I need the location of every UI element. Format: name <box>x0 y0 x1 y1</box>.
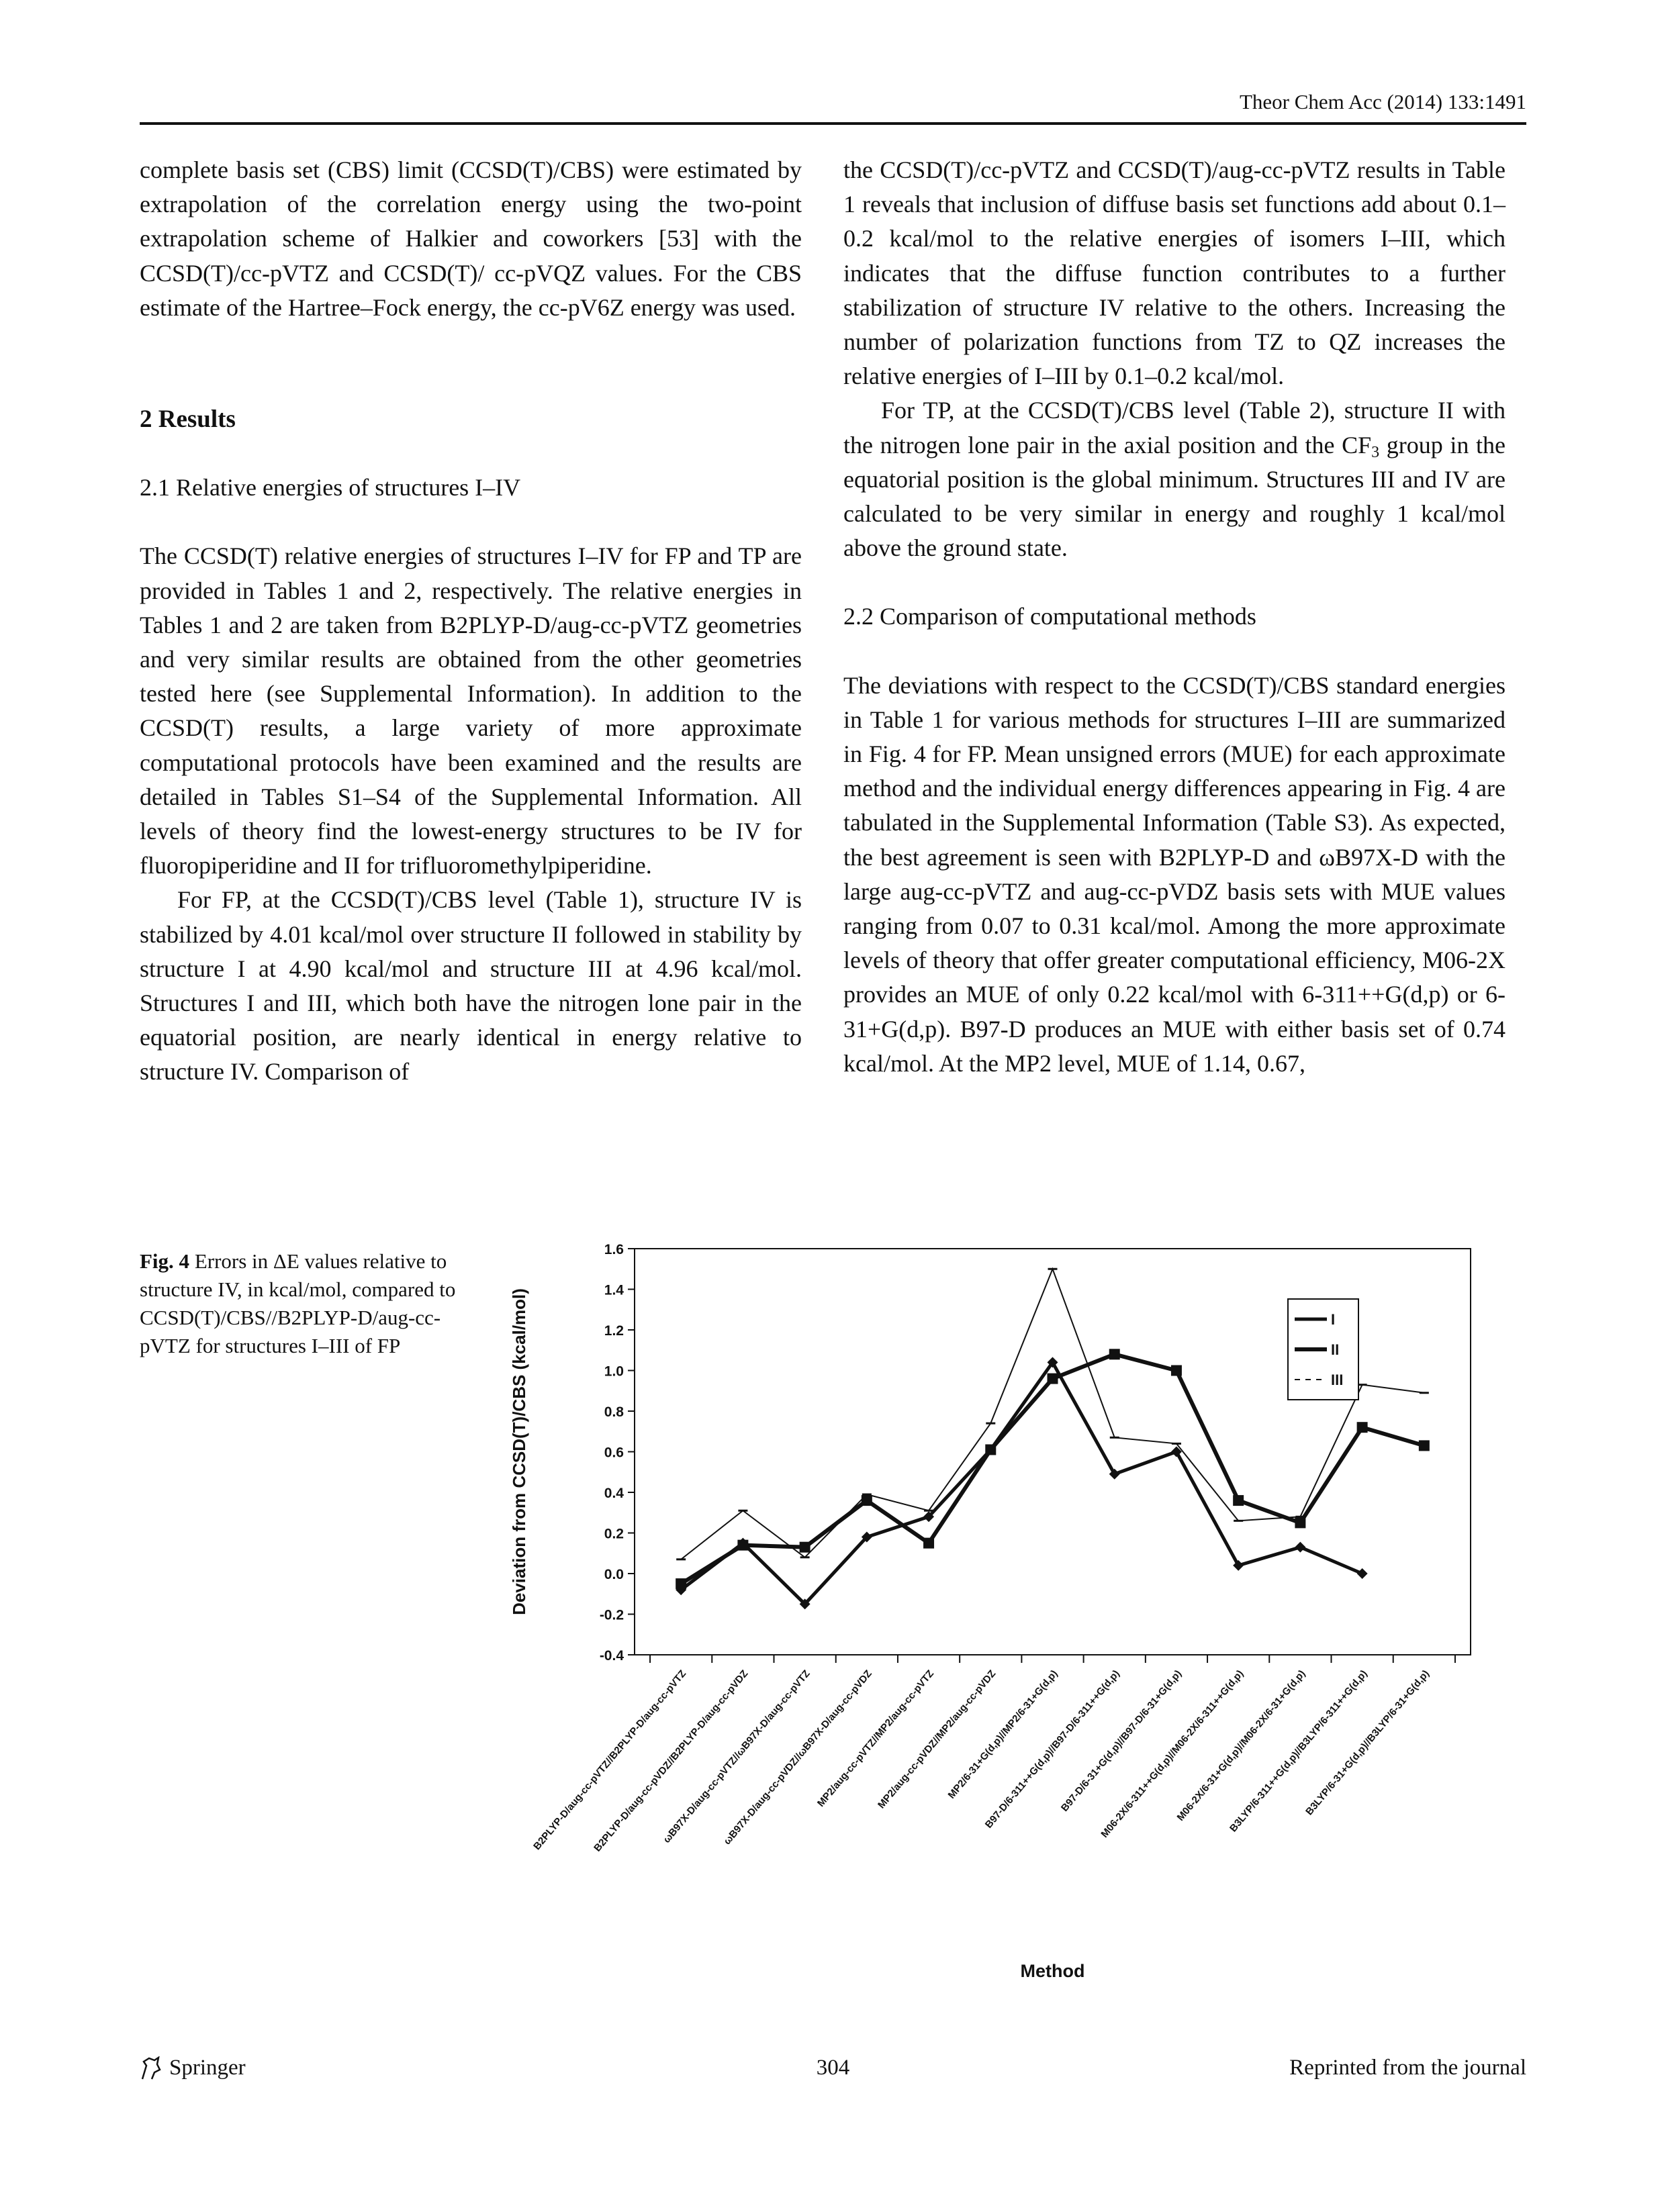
y-tick-label: 1.4 <box>604 1283 624 1298</box>
page-header: Theor Chem Acc (2014) 133:1491 <box>140 47 1526 125</box>
y-tick-label: 0.6 <box>604 1445 624 1461</box>
figure-caption: Fig. 4 Errors in ΔE values relative to s… <box>140 1247 489 1360</box>
series-II-point <box>1295 1517 1306 1529</box>
paragraph-tp: For TP, at the CCSD(T)/CBS level (Table … <box>843 397 1506 562</box>
paragraph-intro: complete basis set (CBS) limit (CCSD(T)/… <box>140 156 802 321</box>
x-category-label: MP2/aug-cc-pVTZ//MP2/aug-cc-pVTZ <box>815 1668 936 1809</box>
series-II-point <box>676 1578 687 1590</box>
deviation-line-chart: 1.61.41.21.00.80.60.40.20.0-0.2-0.4B2PLY… <box>509 1242 1471 1981</box>
page-footer: Springer 304 Reprinted from the journal <box>140 2056 1526 2089</box>
series-I-line <box>680 1359 1363 1606</box>
section-title: 2 Results <box>140 405 236 434</box>
series-I-point <box>861 1531 872 1543</box>
series-II-point <box>1047 1373 1058 1384</box>
reprint-note: Reprinted from the journal <box>1289 2056 1526 2080</box>
x-axis-title: Method <box>1021 1961 1085 1981</box>
page-number: 304 <box>816 2056 850 2080</box>
y-tick-label: 1.6 <box>604 1242 624 1257</box>
series-II-point <box>1356 1422 1368 1433</box>
y-tick-label: 0.8 <box>604 1404 624 1420</box>
y-tick-label: -0.2 <box>600 1608 624 1623</box>
series-I-point <box>1295 1541 1306 1553</box>
x-category-label: MP2/6-31+G(d,p)//MP2/6-31+G(d,p) <box>946 1668 1060 1801</box>
paragraph-methods: The deviations with respect to the CCSD(… <box>843 671 1506 1077</box>
series-I-point <box>1356 1568 1368 1579</box>
legend-label: I <box>1331 1311 1335 1328</box>
series-I-point <box>1170 1446 1182 1457</box>
x-category-label: MP2/aug-cc-pVDZ//MP2/aug-cc-pVDZ <box>876 1668 998 1811</box>
springer-horse-icon <box>141 2056 161 2079</box>
x-category-label: M06-2X/6-31+G(d,p)//M06-2X/6-31+G(d,p) <box>1175 1668 1308 1823</box>
publisher-name: Springer <box>169 2056 246 2080</box>
y-tick-label: 0.4 <box>604 1486 624 1501</box>
series-I-point <box>923 1511 935 1523</box>
x-category-label: M06-2X/6-311++G(d,p)//M06-2X/6-311++G(d,… <box>1099 1668 1246 1840</box>
series-II-point <box>1109 1349 1120 1360</box>
series-I-point <box>676 1584 687 1596</box>
series-II-point <box>985 1444 997 1455</box>
series-II-point <box>923 1537 935 1549</box>
right-column: the CCSD(T)/cc-pVTZ and CCSD(T)/aug-cc-p… <box>843 153 1506 1081</box>
y-axis-title: Deviation from CCSD(T)/CBS (kcal/mol) <box>509 1288 529 1615</box>
left-column: complete basis set (CBS) limit (CCSD(T)/… <box>140 153 802 1090</box>
paragraph-results-2: For FP, at the CCSD(T)/CBS level (Table … <box>140 886 802 1086</box>
paragraph-continued: the CCSD(T)/cc-pVTZ and CCSD(T)/aug-cc-p… <box>843 156 1506 390</box>
y-tick-label: 1.0 <box>604 1364 624 1380</box>
y-tick-label: -0.4 <box>600 1648 624 1664</box>
x-category-label: B3LYP/6-311++G(d,p)//B3LYP/6-311++G(d,p) <box>1228 1668 1370 1835</box>
x-category-label: B97-D/6-311++G(d,p)//B97-D/6-311++G(d,p) <box>983 1668 1122 1831</box>
series-II-point <box>1170 1365 1182 1376</box>
journal-citation: Theor Chem Acc (2014) 133:1491 <box>1239 90 1526 113</box>
series-II-point <box>799 1541 811 1553</box>
figure-label: Fig. 4 <box>140 1249 190 1273</box>
legend-label: III <box>1331 1372 1343 1388</box>
x-category-label: ωB97X-D/aug-cc-pVTZ//ωB97X-D/aug-cc-pVTZ <box>661 1668 812 1845</box>
figure-caption-text: Errors in ΔE values relative to structur… <box>140 1249 456 1357</box>
legend-label: II <box>1331 1341 1339 1358</box>
y-tick-label: 0.0 <box>604 1567 624 1582</box>
y-tick-label: 0.2 <box>604 1527 624 1542</box>
series-I-point <box>1047 1357 1058 1368</box>
series-II-point <box>1418 1440 1430 1451</box>
series-II-point <box>861 1495 872 1506</box>
x-category-label: ωB97X-D/aug-cc-pVDZ//ωB97X-D/aug-cc-pVDZ <box>721 1668 874 1847</box>
series-I-point <box>1109 1468 1120 1480</box>
series-I-point <box>1233 1559 1244 1571</box>
paragraph-results-1: The CCSD(T) relative energies of structu… <box>140 542 802 879</box>
y-tick-label: 1.2 <box>604 1323 624 1339</box>
subsection-title-2-1: 2.1 Relative energies of structures I–IV <box>140 474 521 501</box>
series-II-point <box>737 1539 749 1551</box>
publisher-mark: Springer <box>140 2056 246 2080</box>
subsection-title-2-2: 2.2 Comparison of computational methods <box>843 603 1256 630</box>
x-category-label: B3LYP/6-31+G(d,p)//B3LYP/6-31+G(d,p) <box>1303 1668 1432 1818</box>
series-I-point <box>799 1598 811 1610</box>
series-II-point <box>1233 1495 1244 1506</box>
x-category-label: B97-D/6-31+G(d,p)//B97-D/6-31+G(d,p) <box>1059 1668 1184 1814</box>
